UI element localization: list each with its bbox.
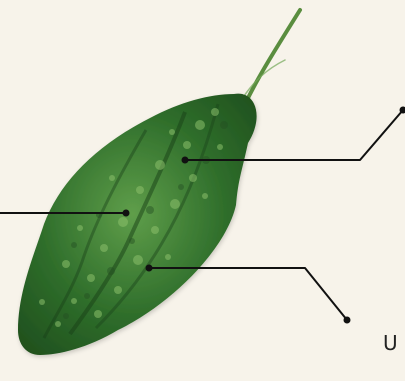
lower-callout-pointer-dot — [146, 265, 153, 272]
left-callout-pointer-dot — [123, 210, 130, 217]
lower-callout-label-fragment: U — [383, 333, 398, 353]
stem-shape — [248, 10, 300, 98]
upper-callout-pointer-dot — [182, 157, 189, 164]
lower-callout-end-dot — [344, 317, 351, 324]
